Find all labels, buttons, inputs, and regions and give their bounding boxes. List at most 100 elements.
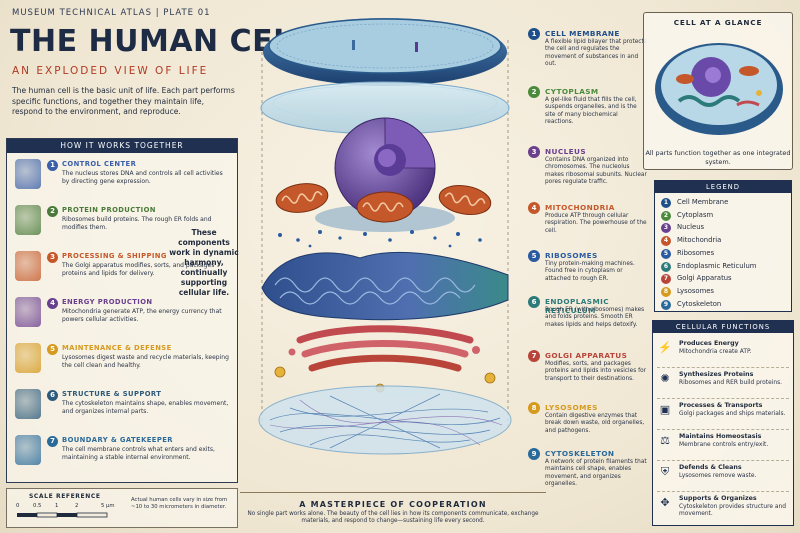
how-item-description: The cytoskeleton maintains shape, enable… [62,400,229,415]
legend-label: Lysosomes [677,286,714,295]
how-item-number: 5 [47,344,58,355]
scale-title: SCALE REFERENCE [29,493,101,500]
scale-tick: 2 [75,503,79,509]
label-number: 7 [528,350,540,362]
function-title: Maintains Homeostasis [679,433,762,440]
how-item-title: CONTROL CENTER [62,160,137,168]
mitochondria-icon [15,297,41,327]
label-title: RIBOSOMES [545,251,598,260]
how-item-description: The Golgi apparatus modifies, sorts, and… [62,262,215,277]
legend-number: 7 [661,274,671,285]
legend-item: 8 Lysosomes [661,286,787,298]
function-description: Cytoskeleton provides structure and move… [679,504,786,518]
label-description: A flexible lipid bilayer that protects t… [545,39,647,68]
label-number: 4 [528,202,540,214]
divider [657,367,789,368]
lysosome-icon [15,343,41,373]
scale-tick: 5 μm [101,503,115,509]
how-item-description: The nucleus stores DNA and controls all … [62,170,223,185]
function-title: Processes & Transports [679,402,763,409]
legend-label: Endoplasmic Reticulum [677,261,757,270]
cooperation-box: A MASTERPIECE OF COOPERATION No single p… [240,492,546,530]
label-title: CELL MEMBRANE [545,29,620,38]
function-description: Membrane controls entry/exit. [679,442,769,448]
golgi-icon [15,251,41,281]
protein-icon: ✺ [660,372,670,385]
how-item: 5 MAINTENANCE & DEFENSE Lysosomes digest w… [15,343,235,383]
how-item-description: The cell membrane controls what enters a… [62,446,215,461]
divider [657,491,789,492]
how-item-number: 3 [47,252,58,263]
ribosomes [278,230,482,248]
atlas-line: MUSEUM TECHNICAL ATLAS | PLATE 01 [12,8,211,18]
label-number: 6 [528,296,540,308]
how-item-title: MAINTENANCE & DEFENSE [62,344,172,352]
functions-title: CELLULAR FUNCTIONS [653,321,793,333]
divider [657,398,789,399]
legend-item: 1 Cell Membrane [661,197,787,209]
legend-number: 2 [661,210,671,221]
legend-number: 8 [661,286,671,297]
cytoskeleton-icon [15,389,41,419]
lightning-icon: ⚡ [658,341,672,354]
label-title: CYTOSKELETON [545,449,615,458]
how-item-title: PROCESSING & SHIPPING [62,252,167,260]
glance-caption: All parts function together as one integ… [645,149,791,166]
nucleus [315,117,455,232]
label-number: 9 [528,448,540,460]
cell-at-a-glance-panel: CELL AT A GLANCE All parts function toge… [643,12,793,170]
legend-title: LEGEND [655,181,791,193]
scale-tick: 0.5 [33,503,42,509]
legend-item: 9 Cytoskeleton [661,299,787,311]
label-number: 1 [528,28,540,40]
dna-icon [15,159,41,189]
function-title: Supports & Organizes [679,495,757,502]
how-item: 1 CONTROL CENTER The nucleus stores DNA an… [15,159,235,199]
page-subtitle: AN EXPLODED VIEW OF LIFE [12,65,209,77]
label-description: Produce ATP through cellular respiration… [545,213,647,234]
label-description: A network of protein filaments that main… [545,459,647,488]
legend-number: 9 [661,299,671,310]
label-number: 5 [528,250,540,262]
how-it-works-panel: HOW IT WORKS TOGETHER 1 CONTROL CENTER The… [6,138,238,483]
legend-number: 5 [661,248,671,259]
glance-title: CELL AT A GLANCE [673,18,763,27]
legend-label: Cytoskeleton [677,299,722,308]
label-title: NUCLEUS [545,147,587,156]
label-number: 3 [528,146,540,158]
cell-overview-image [655,43,783,135]
legend-label: Ribosomes [677,248,715,257]
legend-label: Cell Membrane [677,198,729,206]
divider [657,460,789,461]
scale-tick: 1 [55,503,59,509]
how-item-number: 4 [47,298,58,309]
legend-number: 1 [661,198,671,208]
label-description: Contains DNA organized into chromosomes.… [545,157,647,186]
golgi-apparatus [288,325,480,372]
how-item-number: 2 [47,206,58,217]
how-item-title: ENERGY PRODUCTION [62,298,153,306]
label-title: MITOCHONDRIA [545,203,615,212]
function-description: Golgi packages and ships materials. [679,411,786,417]
divider [657,429,789,430]
how-item-description: Lysosomes digest waste and recycle mater… [62,354,229,369]
legend-number: 3 [661,223,671,234]
how-item-title: BOUNDARY & GATEKEEPER [62,436,173,444]
package-icon: ▣ [659,403,671,416]
label-title: ENDOPLASMIC RETICULUM [545,297,609,315]
how-item-number: 1 [47,160,58,171]
how-it-works-title: HOW IT WORKS TOGETHER [7,139,237,153]
